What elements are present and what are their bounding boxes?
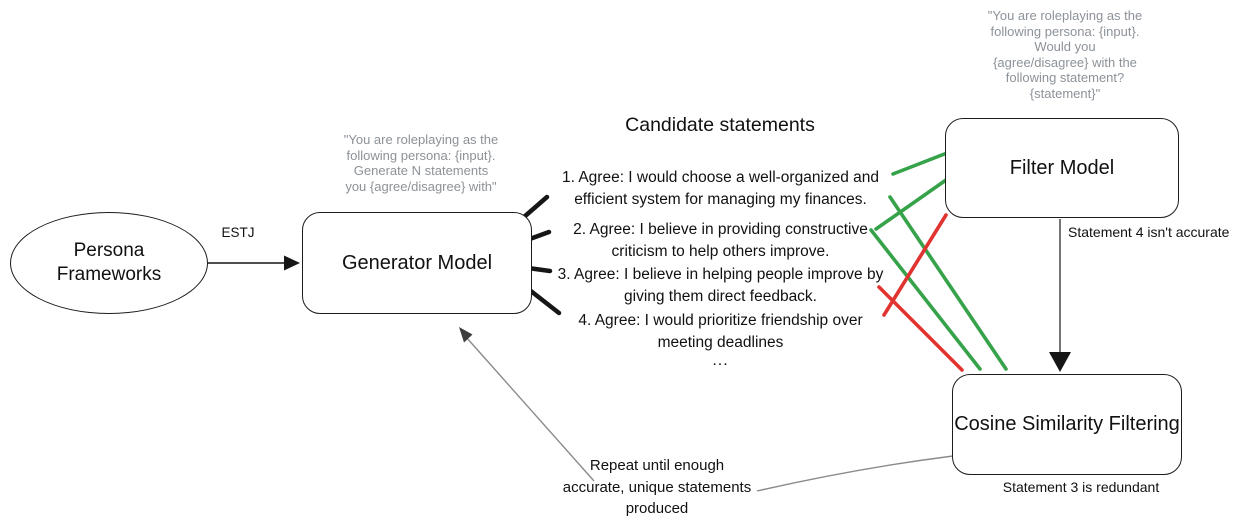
repeat-note-line3: produced: [625, 500, 689, 517]
statement-2-line2: criticism to help others improve.: [611, 242, 830, 260]
filter-prompt-line5: following statement?: [1005, 70, 1125, 85]
filter-prompt-line4: {agree/disagree} with the: [993, 54, 1137, 70]
generator-model-node: Generator Model: [302, 212, 532, 314]
statements-ellipsis: ...: [712, 352, 729, 369]
estj-edge-label: ESTJ: [221, 225, 255, 240]
statement-3-line1: 3. Agree: I believe in helping people im…: [557, 266, 884, 283]
persona-frameworks-label-line2: Frameworks: [56, 264, 162, 285]
statement2-to-cosine-line: [869, 228, 982, 371]
filter-model-node: Filter Model: [945, 118, 1179, 218]
candidate-statement-2: 2. Agree: I believe in providing constru…: [548, 219, 893, 262]
generator-prompt-text: "You are roleplaying as the following pe…: [318, 132, 524, 194]
generator-fan-line-1: [521, 194, 550, 220]
filter-prompt-line3: Would you: [1034, 39, 1096, 54]
filter-prompt-line2: following persona: {input}.: [990, 23, 1140, 39]
generator-prompt-line2: following persona: {input}.: [346, 147, 496, 163]
candidate-statement-1: 1. Agree: I would choose a well-organize…: [548, 167, 893, 210]
repeat-note-to-generator-line: [465, 336, 595, 482]
statement-3-line2: giving them direct feedback.: [624, 287, 817, 305]
persona-to-generator-arrowhead: [284, 255, 300, 271]
generator-prompt-line4: you {agree/disagree} with": [345, 178, 497, 194]
filter-prompt-text: "You are roleplaying as the following pe…: [953, 8, 1177, 101]
repeat-note-to-generator-arrowhead: [459, 327, 473, 343]
cosine-similarity-node: Cosine Similarity Filtering: [952, 374, 1182, 475]
statement2-to-filter-line: [874, 178, 948, 231]
statement-4-line2: meeting deadlines: [657, 333, 784, 351]
repeat-note-line2: accurate, unique statements: [562, 478, 752, 496]
statement-2-line1: 2. Agree: I believe in providing constru…: [573, 221, 868, 238]
generator-prompt-line1: "You are roleplaying as the: [343, 132, 499, 147]
generator-model-label: Generator Model: [341, 251, 493, 274]
statement3-redundant-label: Statement 3 is redundant: [1002, 479, 1160, 495]
statement-1-line2: efficient system for managing my finance…: [574, 190, 867, 208]
filter-to-cosine-arrowhead: [1049, 352, 1071, 372]
candidate-statement-3: 3. Agree: I believe in helping people im…: [548, 264, 893, 307]
cosine-reject-statement3-line: [877, 285, 964, 372]
statement4-inaccurate-label: Statement 4 isn't accurate: [1068, 224, 1230, 240]
filter-model-label: Filter Model: [1009, 156, 1115, 179]
repeat-note: Repeat until enough accurate, unique sta…: [552, 455, 762, 520]
statement1-to-cosine-line: [888, 195, 1008, 371]
persona-frameworks-label-line1: Persona: [73, 240, 145, 261]
cosine-to-repeat-note-line: [756, 455, 954, 492]
statement-4-line1: 4. Agree: I would prioritize friendship …: [578, 312, 863, 329]
cosine-similarity-label: Cosine Similarity Filtering: [954, 413, 1180, 435]
candidate-statement-4: 4. Agree: I would prioritize friendship …: [548, 310, 893, 353]
filter-prompt-line1: "You are roleplaying as the: [987, 8, 1143, 23]
generator-prompt-line3: Generate N statements: [353, 163, 489, 178]
candidate-statements-title: Candidate statements: [625, 114, 815, 136]
generator-fan-line-4: [524, 285, 562, 316]
persona-frameworks-node: Persona Frameworks: [10, 212, 208, 314]
filter-prompt-line6: {statement}": [1029, 85, 1101, 101]
statement-1-line1: 1. Agree: I would choose a well-organize…: [561, 169, 880, 186]
statement1-to-filter-line: [891, 151, 949, 176]
repeat-note-line1: Repeat until enough: [589, 457, 725, 474]
filter-reject-statement4-line: [882, 213, 948, 317]
